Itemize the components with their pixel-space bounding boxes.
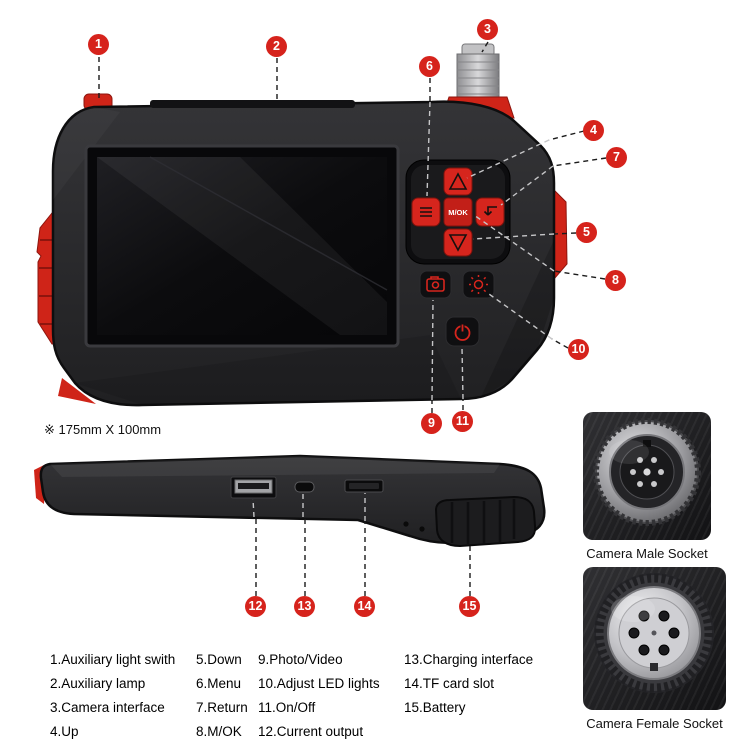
camera-female-socket-label: Camera Female Socket [586, 716, 723, 731]
legend-item-14: 14.TF card slot [404, 676, 495, 691]
camera-male-socket-label: Camera Male Socket [586, 546, 708, 561]
power-button [445, 316, 480, 347]
legend-item-2: 2.Auxiliary lamp [50, 676, 146, 691]
battery-compartment [434, 495, 537, 548]
camera-male-socket-photo [583, 412, 711, 540]
legend-item-8: 8.M/OK [196, 724, 242, 739]
callout-5: 5 [576, 222, 597, 243]
front-view: M/OK [36, 43, 568, 407]
bottom-left-grip [58, 378, 96, 404]
legend-item-13: 13.Charging interface [404, 652, 534, 667]
ok-button-label: M/OK [448, 208, 468, 217]
legend-column-1: 1.Auxiliary light swith 2.Auxiliary lamp… [50, 648, 196, 744]
callout-15: 15 [459, 596, 480, 617]
legend: 1.Auxiliary light swith 2.Auxiliary lamp… [50, 648, 564, 744]
callout-14: 14 [354, 596, 375, 617]
legend-column-2: 5.Down 6.Menu 7.Return 8.M/OK [196, 648, 258, 744]
menu-icon [420, 207, 432, 217]
tf-card-slot [344, 479, 384, 493]
callout-9: 9 [421, 413, 442, 434]
aux-lamp-strip [150, 100, 355, 108]
camera-female-socket-photo [583, 567, 726, 710]
legend-item-7: 7.Return [196, 700, 248, 715]
female-socket-graphic [594, 573, 714, 693]
legend-item-9: 9.Photo/Video [258, 652, 343, 667]
callout-10: 10 [568, 339, 589, 360]
callout-13: 13 [294, 596, 315, 617]
ok-button [443, 197, 473, 227]
legend-item-5: 5.Down [196, 652, 242, 667]
legend-column-4: 13.Charging interface 14.TF card slot 15… [404, 648, 564, 744]
legend-item-3: 3.Camera interface [50, 700, 165, 715]
callout-8: 8 [605, 270, 626, 291]
callout-1: 1 [88, 34, 109, 55]
led-brightness-icon [469, 275, 488, 294]
down-arrow-icon [448, 234, 468, 252]
callout-4: 4 [583, 120, 604, 141]
led-button [462, 270, 495, 299]
return-icon [483, 206, 497, 216]
up-arrow-icon [448, 172, 468, 190]
legend-item-1: 1.Auxiliary light swith [50, 652, 176, 667]
legend-item-10: 10.Adjust LED lights [258, 676, 380, 691]
usb-port [230, 476, 277, 499]
legend-column-3: 9.Photo/Video 10.Adjust LED lights 11.On… [258, 648, 404, 744]
legend-item-15: 15.Battery [404, 700, 466, 715]
dpad: M/OK [405, 159, 511, 265]
callout-12: 12 [245, 596, 266, 617]
callout-11: 11 [452, 411, 473, 432]
up-button [443, 167, 473, 196]
legend-item-6: 6.Menu [196, 676, 242, 691]
callout-6: 6 [419, 56, 440, 77]
legend-item-11: 11.On/Off [258, 700, 316, 715]
photo-button [419, 270, 452, 299]
down-button [443, 228, 473, 257]
leader-lines [98, 41, 607, 596]
male-socket-graphic [593, 418, 701, 526]
side-view [34, 454, 546, 548]
legend-item-4: 4.Up [50, 724, 79, 739]
callout-2: 2 [266, 36, 287, 57]
dimensions-note: ※ 175mm X 100mm [44, 422, 162, 437]
display-screen [84, 144, 400, 348]
legend-item-12: 12.Current output [258, 724, 364, 739]
callout-7: 7 [606, 147, 627, 168]
camera-icon [426, 276, 445, 292]
callout-3: 3 [477, 19, 498, 40]
charging-port [294, 481, 315, 493]
